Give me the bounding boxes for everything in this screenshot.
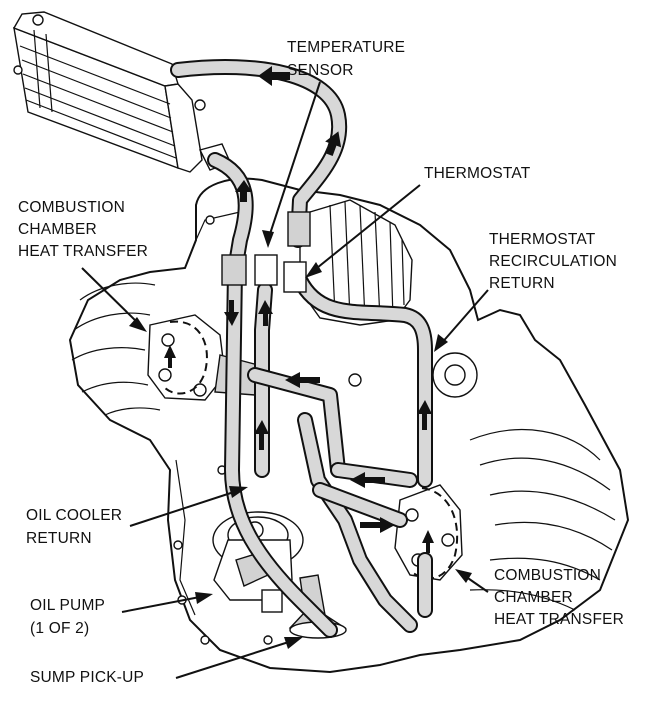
svg-text:THERMOSTAT: THERMOSTAT bbox=[424, 165, 531, 182]
svg-text:(1 OF 2): (1 OF 2) bbox=[30, 620, 89, 637]
oil-pump-label: OIL PUMP (1 OF 2) bbox=[30, 597, 105, 637]
svg-text:RETURN: RETURN bbox=[489, 275, 555, 292]
svg-text:OIL COOLER: OIL COOLER bbox=[26, 507, 122, 524]
flow-arrows bbox=[164, 66, 434, 553]
alternator bbox=[299, 199, 413, 326]
temperature-sensor-label: TEMPERATURE SENSOR bbox=[287, 39, 405, 79]
oil-hoses bbox=[170, 59, 433, 638]
oil-pump bbox=[212, 511, 304, 613]
svg-text:COMBUSTION: COMBUSTION bbox=[494, 567, 601, 584]
svg-text:TEMPERATURE: TEMPERATURE bbox=[287, 39, 405, 56]
svg-text:HEAT TRANSFER: HEAT TRANSFER bbox=[18, 243, 148, 260]
svg-text:COMBUSTION: COMBUSTION bbox=[18, 199, 125, 216]
thermostat-label: THERMOSTAT bbox=[424, 165, 531, 182]
thermostat-housing bbox=[221, 211, 311, 293]
svg-text:RETURN: RETURN bbox=[26, 530, 92, 547]
sump-pick-up-label: SUMP PICK-UP bbox=[30, 669, 144, 686]
combustion-chamber-left-label: COMBUSTION CHAMBER HEAT TRANSFER bbox=[18, 199, 148, 260]
combustion-chamber-right-label: COMBUSTION CHAMBER HEAT TRANSFER bbox=[494, 567, 624, 628]
svg-text:SUMP PICK-UP: SUMP PICK-UP bbox=[30, 669, 144, 686]
leader-lines bbox=[81, 81, 489, 679]
svg-text:THERMOSTAT: THERMOSTAT bbox=[489, 231, 596, 248]
svg-text:HEAT TRANSFER: HEAT TRANSFER bbox=[494, 611, 624, 628]
svg-text:OIL PUMP: OIL PUMP bbox=[30, 597, 105, 614]
svg-text:CHAMBER: CHAMBER bbox=[18, 221, 97, 238]
svg-text:RECIRCULATION: RECIRCULATION bbox=[489, 253, 617, 270]
svg-text:CHAMBER: CHAMBER bbox=[494, 589, 573, 606]
oil-cooler-radiator bbox=[12, 11, 231, 173]
svg-text:SENSOR: SENSOR bbox=[287, 62, 354, 79]
thermostat-recirculation-return-label: THERMOSTAT RECIRCULATION RETURN bbox=[489, 231, 617, 292]
oil-cooler-return-label: OIL COOLER RETURN bbox=[26, 507, 122, 547]
engine-crankcase bbox=[68, 177, 630, 674]
